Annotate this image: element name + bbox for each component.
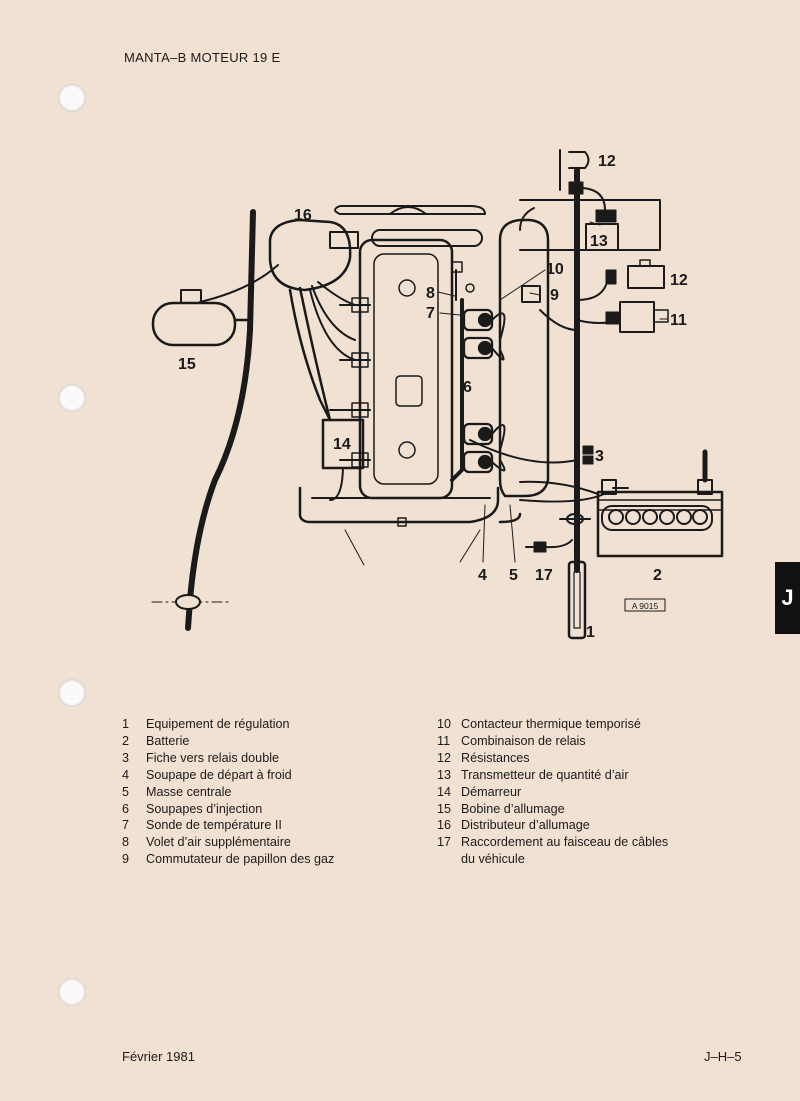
legend-item: 13 Transmetteur de quantité d’air (437, 767, 737, 784)
legend-right: 10 Contacteur thermique temporisé 11 Combi… (437, 716, 737, 868)
punch-hole (58, 679, 86, 707)
callout-9: 9 (550, 287, 559, 304)
legend-item: 4 Soupape de départ à froid (122, 767, 422, 784)
legend-num: 13 (437, 767, 452, 782)
legend-label: Equipement de régulation (146, 717, 290, 731)
legend-item: 6 Soupapes d’injection (122, 801, 422, 818)
callout-11: 11 (670, 312, 687, 329)
legend-label: du véhicule (461, 852, 525, 867)
legend-item: 8 Volet d’air supplémentaire (122, 834, 422, 851)
legend-num: 9 (122, 852, 130, 867)
callout-16: 16 (294, 207, 312, 224)
legend-num: 11 (437, 733, 451, 748)
legend-item: 16 Distributeur d’allumage (437, 817, 737, 834)
callout-4: 4 (478, 567, 487, 584)
legend-item: 11 Combinaison de relais (437, 733, 737, 750)
legend-num: 15 (437, 801, 452, 816)
legend-label: Raccordement au faisceau de câbles (461, 835, 669, 850)
legend-item: 2 Batterie (122, 733, 422, 750)
legend-num: 6 (122, 801, 130, 816)
legend-num: 14 (437, 784, 452, 799)
legend-label: Distributeur d’allumage (461, 818, 590, 833)
footer-page-ref: J–H–5 (704, 1049, 742, 1064)
legend-item: 12 Résistances (437, 750, 737, 767)
callout-10: 10 (546, 261, 564, 278)
legend-item: du véhicule (437, 851, 737, 868)
callout-12-top: 12 (598, 153, 616, 170)
legend-num: 2 (122, 733, 130, 748)
callout-7: 7 (426, 305, 435, 322)
legend-label: Soupape de départ à froid (146, 767, 292, 782)
legend-num (437, 851, 461, 868)
legend-label: Commutateur de papillon des gaz (146, 852, 335, 867)
callout-6: 6 (463, 379, 472, 396)
legend-item: 17 Raccordement au faisceau de câbles (437, 834, 737, 851)
legend-item: 15 Bobine d’allumage (437, 801, 737, 818)
legend-item: 5 Masse centrale (122, 784, 422, 801)
punch-hole (58, 978, 86, 1006)
legend-num: 8 (122, 835, 130, 850)
callout-17: 17 (535, 567, 553, 584)
legend-label: Fiche vers relais double (146, 750, 279, 765)
legend-label: Transmetteur de quantité d’air (461, 767, 629, 782)
legend-item: 7 Sonde de température II (122, 817, 422, 834)
callout-14: 14 (333, 436, 351, 453)
punch-hole (58, 384, 86, 412)
legend-item: 14 Démarreur (437, 784, 737, 801)
callout-1: 1 (586, 624, 595, 641)
legend-num: 16 (437, 818, 452, 833)
legend-label: Volet d’air supplémentaire (146, 835, 291, 850)
callout-8: 8 (426, 285, 435, 302)
legend-num: 17 (437, 835, 452, 850)
legend-label: Combinaison de relais (461, 733, 586, 748)
legend-num: 5 (122, 784, 130, 799)
legend-left: 1 Equipement de régulation 2 Batterie 3 Fic… (122, 716, 422, 868)
footer-date: Février 1981 (122, 1049, 195, 1064)
legend-label: Démarreur (461, 784, 522, 799)
legend-item: 10 Contacteur thermique temporisé (437, 716, 737, 733)
legend-num: 1 (122, 717, 130, 731)
legend-label: Résistances (461, 750, 530, 765)
legend-label: Contacteur thermique temporisé (461, 717, 641, 731)
legend-label: Sonde de température II (146, 818, 282, 833)
drawing-code: A 9015 (632, 601, 659, 611)
legend-num: 3 (122, 750, 130, 765)
legend-label: Batterie (146, 733, 190, 748)
callout-15: 15 (178, 356, 196, 373)
legend-num: 12 (437, 750, 452, 765)
punch-hole (58, 84, 86, 112)
callout-2: 2 (653, 567, 662, 584)
page-title: MANTA–B MOTEUR 19 E (124, 50, 281, 65)
legend-num: 4 (122, 767, 130, 782)
legend-num: 10 (437, 717, 452, 731)
legend-item: 9 Commutateur de papillon des gaz (122, 851, 422, 868)
legend-item: 3 Fiche vers relais double (122, 750, 422, 767)
legend-label: Bobine d’allumage (461, 801, 565, 816)
wiring-diagram: 1 2 3 4 5 6 7 8 9 10 11 12 12 13 14 15 1… (151, 149, 724, 641)
callout-12-resistances: 12 (670, 272, 688, 289)
legend-item: 1 Equipement de régulation (122, 716, 422, 733)
section-tab[interactable]: J (775, 562, 800, 634)
callout-3: 3 (595, 448, 604, 465)
callout-5: 5 (509, 567, 518, 584)
callout-13: 13 (590, 233, 608, 250)
legend-label: Masse centrale (146, 784, 232, 799)
legend-num: 7 (122, 818, 130, 833)
legend-label: Soupapes d’injection (146, 801, 263, 816)
